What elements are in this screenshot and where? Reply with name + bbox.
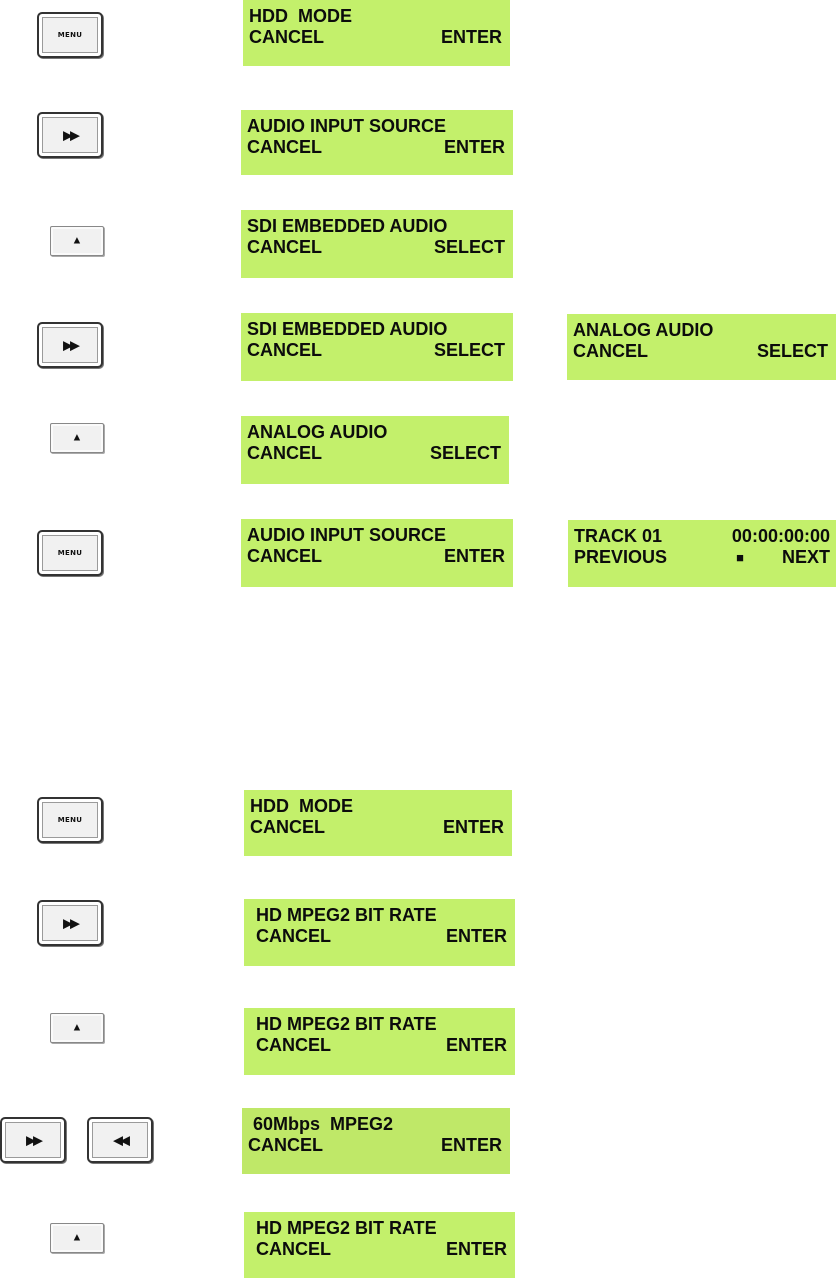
lcd-softkey-right: SELECT — [756, 341, 828, 361]
lcd-line1: ANALOG AUDIO — [247, 422, 388, 442]
lcd-softkey-right: ENTER — [445, 1239, 507, 1259]
up-arrow-icon: ▲ — [71, 1231, 83, 1244]
fast-forward-button[interactable]: ▶▶ — [37, 322, 103, 368]
lcd-line1: AUDIO INPUT SOURCE — [247, 116, 447, 136]
lcd-line1: SDI EMBEDDED AUDIO — [247, 216, 448, 236]
lcd-softkey-right: ENTER — [445, 1035, 507, 1055]
lcd-softkey-right: ENTER — [440, 1135, 502, 1155]
fast-forward-icon: ▶▶ — [63, 337, 80, 353]
lcd-softkey-left: CANCEL — [247, 340, 322, 360]
lcd-display: AUDIO INPUT SOURCE CANCEL ENTER — [241, 519, 513, 587]
lcd-softkey-left: CANCEL — [249, 27, 324, 47]
lcd-softkey-left: CANCEL — [247, 237, 322, 257]
up-arrow-icon: ▲ — [71, 234, 83, 247]
fast-forward-icon: ▶▶ — [63, 915, 80, 931]
lcd-softkey-left: CANCEL — [256, 1035, 331, 1055]
lcd-softkey-left: CANCEL — [573, 341, 648, 361]
lcd-softkey-right: ENTER — [440, 27, 502, 47]
lcd-line1: HDD MODE — [250, 796, 353, 816]
lcd-softkey-right: NEXT — [781, 547, 830, 567]
lcd-display: ANALOG AUDIO CANCEL SELECT — [567, 314, 836, 380]
up-button[interactable]: ▲ — [50, 226, 104, 256]
lcd-softkey-right: SELECT — [429, 443, 501, 463]
rewind-icon: ◀◀ — [113, 1132, 130, 1148]
lcd-display: TRACK 01 00:00:00:00 PREVIOUS ■ NEXT — [568, 520, 836, 587]
menu-button-label: MENU — [57, 31, 83, 39]
lcd-display: 60Mbps MPEG2 CANCEL ENTER — [242, 1108, 510, 1174]
up-button[interactable]: ▲ — [50, 1223, 104, 1253]
lcd-softkey-left: CANCEL — [247, 443, 322, 463]
lcd-softkey-right: ENTER — [443, 137, 505, 157]
lcd-softkey-right: SELECT — [433, 340, 505, 360]
lcd-display: AUDIO INPUT SOURCE CANCEL ENTER — [241, 110, 513, 175]
fast-forward-button[interactable]: ▶▶ — [37, 900, 103, 946]
lcd-display: HDD MODE CANCEL ENTER — [243, 0, 510, 66]
menu-button[interactable]: MENU — [37, 797, 103, 843]
lcd-timecode: 00:00:00:00 — [731, 526, 830, 546]
lcd-softkey-left: CANCEL — [247, 546, 322, 566]
menu-button-label: MENU — [57, 549, 83, 557]
fast-forward-button[interactable]: ▶▶ — [37, 112, 103, 158]
lcd-softkey-left: CANCEL — [247, 137, 322, 157]
stop-icon: ■ — [736, 550, 744, 565]
up-arrow-icon: ▲ — [71, 1021, 83, 1034]
lcd-display: ANALOG AUDIO CANCEL SELECT — [241, 416, 509, 484]
lcd-line1: 60Mbps MPEG2 — [248, 1114, 394, 1134]
lcd-line1: HDD MODE — [249, 6, 352, 26]
up-button[interactable]: ▲ — [50, 1013, 104, 1043]
fast-forward-button[interactable]: ▶▶ — [0, 1117, 66, 1163]
lcd-line1: SDI EMBEDDED AUDIO — [247, 319, 448, 339]
lcd-display: HD MPEG2 BIT RATE CANCEL ENTER — [244, 899, 515, 966]
lcd-softkey-left: CANCEL — [256, 1239, 331, 1259]
lcd-softkey-right: ENTER — [442, 817, 504, 837]
fast-forward-icon: ▶▶ — [26, 1132, 43, 1148]
lcd-line1: AUDIO INPUT SOURCE — [247, 525, 447, 545]
lcd-display: HD MPEG2 BIT RATE CANCEL ENTER — [244, 1008, 515, 1075]
menu-button-label: MENU — [57, 816, 83, 824]
up-button[interactable]: ▲ — [50, 423, 104, 453]
lcd-line1: ANALOG AUDIO — [573, 320, 714, 340]
lcd-display: SDI EMBEDDED AUDIO CANCEL SELECT — [241, 313, 513, 381]
lcd-line1: HD MPEG2 BIT RATE — [256, 1014, 437, 1034]
lcd-line1: HD MPEG2 BIT RATE — [256, 1218, 437, 1238]
lcd-softkey-right: SELECT — [433, 237, 505, 257]
fast-forward-icon: ▶▶ — [63, 127, 80, 143]
menu-button[interactable]: MENU — [37, 12, 103, 58]
menu-button[interactable]: MENU — [37, 530, 103, 576]
lcd-softkey-left: PREVIOUS — [574, 547, 668, 567]
lcd-line1: HD MPEG2 BIT RATE — [256, 905, 437, 925]
lcd-softkey-left: CANCEL — [256, 926, 331, 946]
lcd-display: SDI EMBEDDED AUDIO CANCEL SELECT — [241, 210, 513, 278]
lcd-display: HDD MODE CANCEL ENTER — [244, 790, 512, 856]
lcd-softkey-right: ENTER — [443, 546, 505, 566]
up-arrow-icon: ▲ — [71, 431, 83, 444]
lcd-softkey-left: CANCEL — [248, 1135, 323, 1155]
rewind-button[interactable]: ◀◀ — [87, 1117, 153, 1163]
lcd-track-number: TRACK 01 — [574, 526, 663, 546]
lcd-display: HD MPEG2 BIT RATE CANCEL ENTER — [244, 1212, 515, 1278]
lcd-softkey-right: ENTER — [445, 926, 507, 946]
lcd-softkey-left: CANCEL — [250, 817, 325, 837]
